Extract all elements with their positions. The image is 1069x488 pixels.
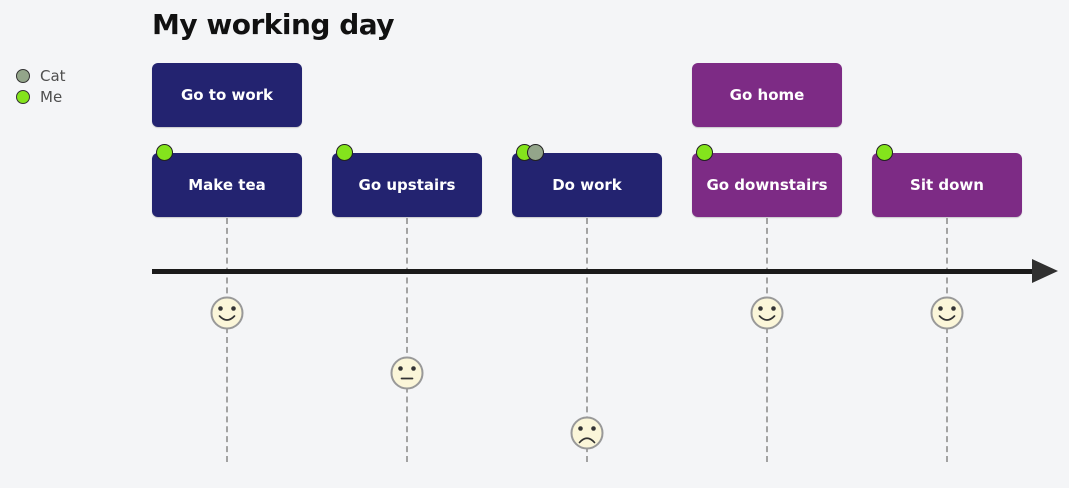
timeline-arrowhead-icon	[1032, 259, 1058, 283]
me-actor-dot-icon	[336, 144, 353, 161]
happy-face-icon	[210, 296, 244, 330]
task-label: Go upstairs	[358, 176, 456, 194]
task-label: Do work	[552, 176, 622, 194]
legend-label-cat: Cat	[40, 66, 66, 85]
dropline-go-upstairs	[406, 218, 408, 462]
task-box-go-downstairs: Go downstairs	[692, 144, 842, 217]
legend-item-me: Me	[16, 86, 66, 107]
section-label: Go home	[729, 86, 805, 104]
cat-actor-dot-icon	[527, 144, 544, 161]
me-actor-dot-icon	[876, 144, 893, 161]
dropline-sit-down	[946, 218, 948, 462]
task-label: Sit down	[910, 176, 984, 194]
me-actor-dot-icon	[156, 144, 173, 161]
face-circle	[931, 297, 963, 329]
happy-face-icon	[930, 296, 964, 330]
dropline-make-tea	[226, 218, 228, 462]
timeline-axis	[152, 269, 1034, 274]
happy-face-icon	[750, 296, 784, 330]
dropline-go-downstairs	[766, 218, 768, 462]
legend-label-me: Me	[40, 87, 63, 106]
face-circle	[571, 417, 603, 449]
face-circle	[211, 297, 243, 329]
me-actor-dot-icon	[696, 144, 713, 161]
task-box-do-work: Do work	[512, 144, 662, 217]
task-label: Make tea	[188, 176, 266, 194]
face-circle	[391, 357, 423, 389]
task-box-go-upstairs: Go upstairs	[332, 144, 482, 217]
neutral-face-icon	[390, 356, 424, 390]
sad-face-icon	[570, 416, 604, 450]
task-box-sit-down: Sit down	[872, 144, 1022, 217]
section-label: Go to work	[180, 86, 274, 104]
section-box-go-home: Go home	[692, 63, 842, 127]
me-actor-dot-icon	[16, 89, 30, 104]
task-box-make-tea: Make tea	[152, 144, 302, 217]
section-box-go-to-work: Go to work	[152, 63, 302, 127]
legend: Cat Me	[16, 65, 66, 107]
cat-actor-dot-icon	[16, 68, 30, 83]
page-title: My working day	[152, 8, 395, 41]
dropline-do-work	[586, 218, 588, 462]
face-circle	[751, 297, 783, 329]
task-label: Go downstairs	[706, 176, 828, 194]
legend-item-cat: Cat	[16, 65, 66, 86]
